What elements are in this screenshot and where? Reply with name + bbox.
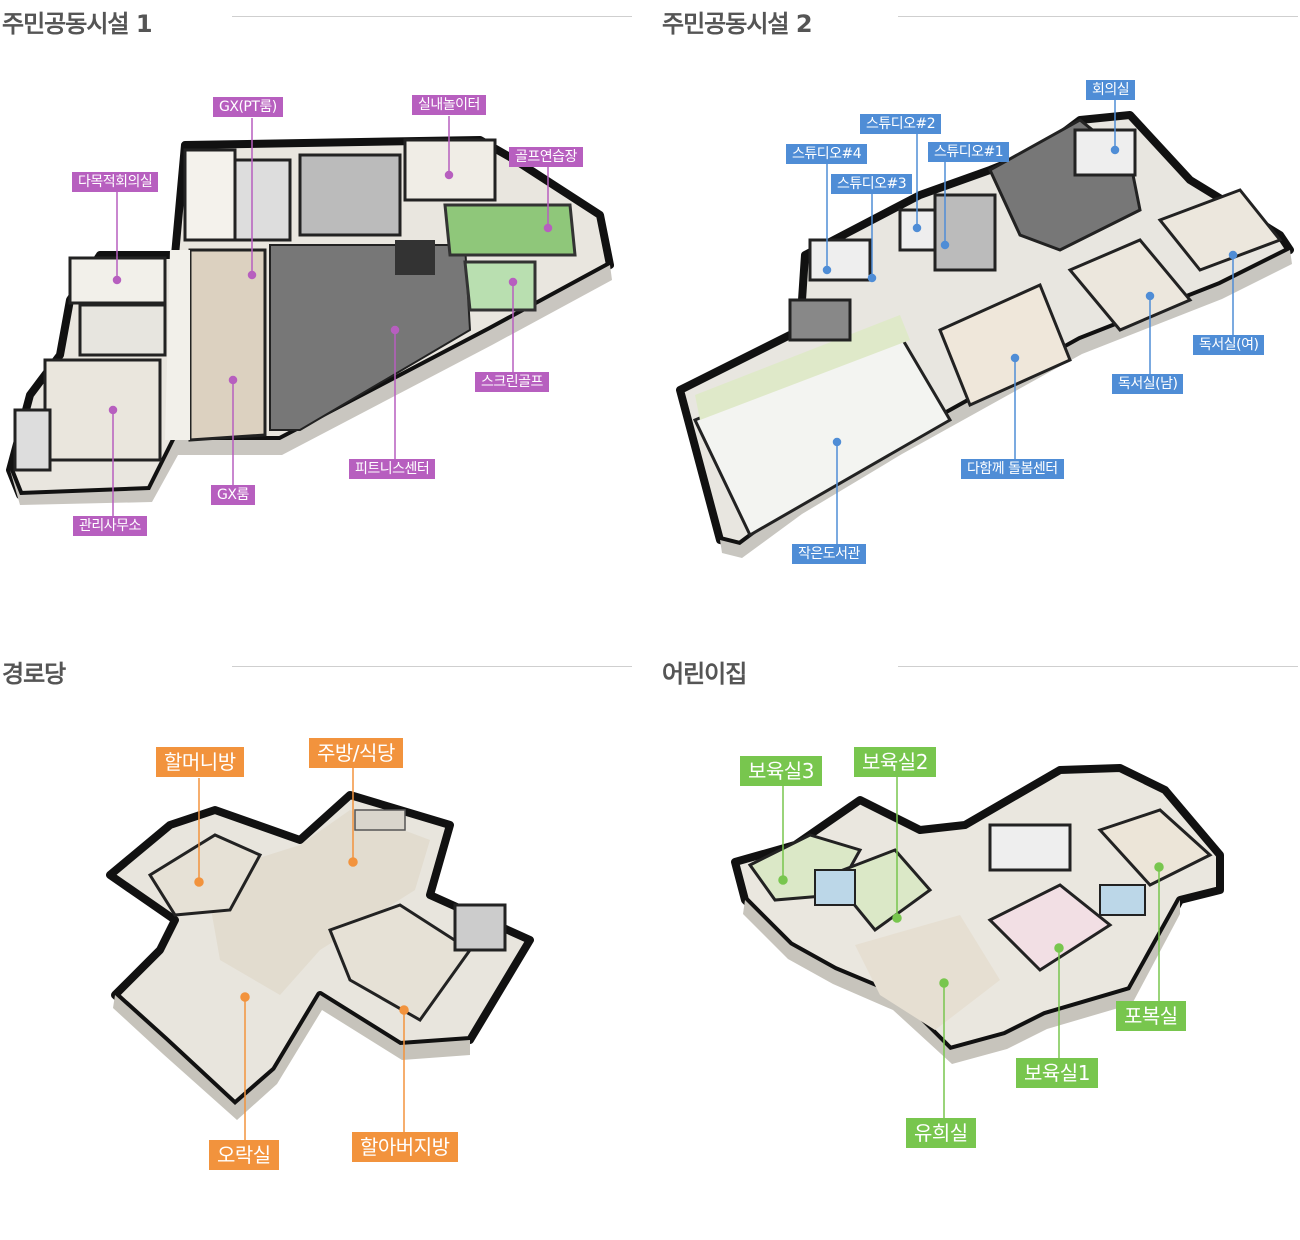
- label-studio-3: 스튜디오#3: [831, 174, 913, 194]
- label-crawling-room: 포복실: [1116, 1001, 1186, 1031]
- callout-leaders: [108, 116, 553, 516]
- panel-title: 경로당: [2, 660, 66, 688]
- label-screen-golf: 스크린골프: [475, 372, 549, 392]
- label-playroom: 유희실: [906, 1118, 976, 1148]
- label-small-library: 작은도서관: [792, 544, 866, 564]
- callout-leaders: [822, 100, 1238, 544]
- label-nursery-room-2: 보육실2: [854, 747, 936, 777]
- label-multipurpose-room: 다목적회의실: [72, 172, 159, 192]
- callout-leaders: [194, 768, 409, 1142]
- label-meeting-room: 회의실: [1086, 80, 1136, 100]
- callout-leaders: [778, 777, 1164, 1119]
- label-studio-1: 스튜디오#1: [928, 142, 1010, 162]
- label-care-center: 다함께 돌봄센터: [961, 459, 1064, 479]
- panel-community-facility-2: 주민공동시설 2 회의실 스튜디오#2 스튜디오#4 스튜디오#1 스튜디오#3…: [660, 0, 1300, 590]
- label-recreation-room: 오락실: [209, 1140, 279, 1170]
- label-grandfather-room: 할아버지방: [352, 1132, 458, 1162]
- panel-title: 주민공동시설 1: [2, 10, 153, 38]
- label-grandmother-room: 할머니방: [156, 747, 244, 777]
- label-studio-2: 스튜디오#2: [860, 114, 942, 134]
- title-divider: [898, 16, 1298, 17]
- panel-senior-center: 경로당 할머니방 주방/식당 오락실 할아버지방: [0, 650, 640, 1240]
- panel-daycare: 어린이집 보육실3 보육실2 포복실 보육실1 유희실: [660, 650, 1300, 1240]
- floor-plan-community-1: [6, 136, 614, 505]
- label-nursery-room-1: 보육실1: [1016, 1058, 1098, 1088]
- panel-title: 어린이집: [662, 660, 747, 688]
- label-gx-pt-room: GX(PT룸): [213, 97, 283, 117]
- label-nursery-room-3: 보육실3: [740, 756, 822, 786]
- floor-plan-daycare: [731, 764, 1224, 1064]
- floor-plan-senior-center: [106, 791, 534, 1120]
- label-management-office: 관리사무소: [73, 516, 147, 536]
- panel-community-facility-1: 주민공동시설 1 GX(PT룸) 실내놀이터 골프연습장 다목적회의실 스크린골…: [0, 0, 640, 590]
- label-reading-room-men: 독서실(남): [1112, 374, 1184, 394]
- label-gx-room: GX룸: [211, 485, 255, 505]
- label-indoor-playground: 실내놀이터: [412, 95, 486, 115]
- label-reading-room-women: 독서실(여): [1193, 335, 1265, 355]
- title-divider: [898, 666, 1298, 667]
- label-kitchen-dining: 주방/식당: [309, 738, 403, 768]
- panel-title: 주민공동시설 2: [662, 10, 813, 38]
- label-studio-4: 스튜디오#4: [786, 144, 868, 164]
- floor-plan-community-2: [676, 111, 1294, 558]
- title-divider: [232, 666, 632, 667]
- label-golf-practice: 골프연습장: [509, 147, 583, 167]
- label-fitness-center: 피트니스센터: [349, 459, 436, 479]
- title-divider: [232, 16, 632, 17]
